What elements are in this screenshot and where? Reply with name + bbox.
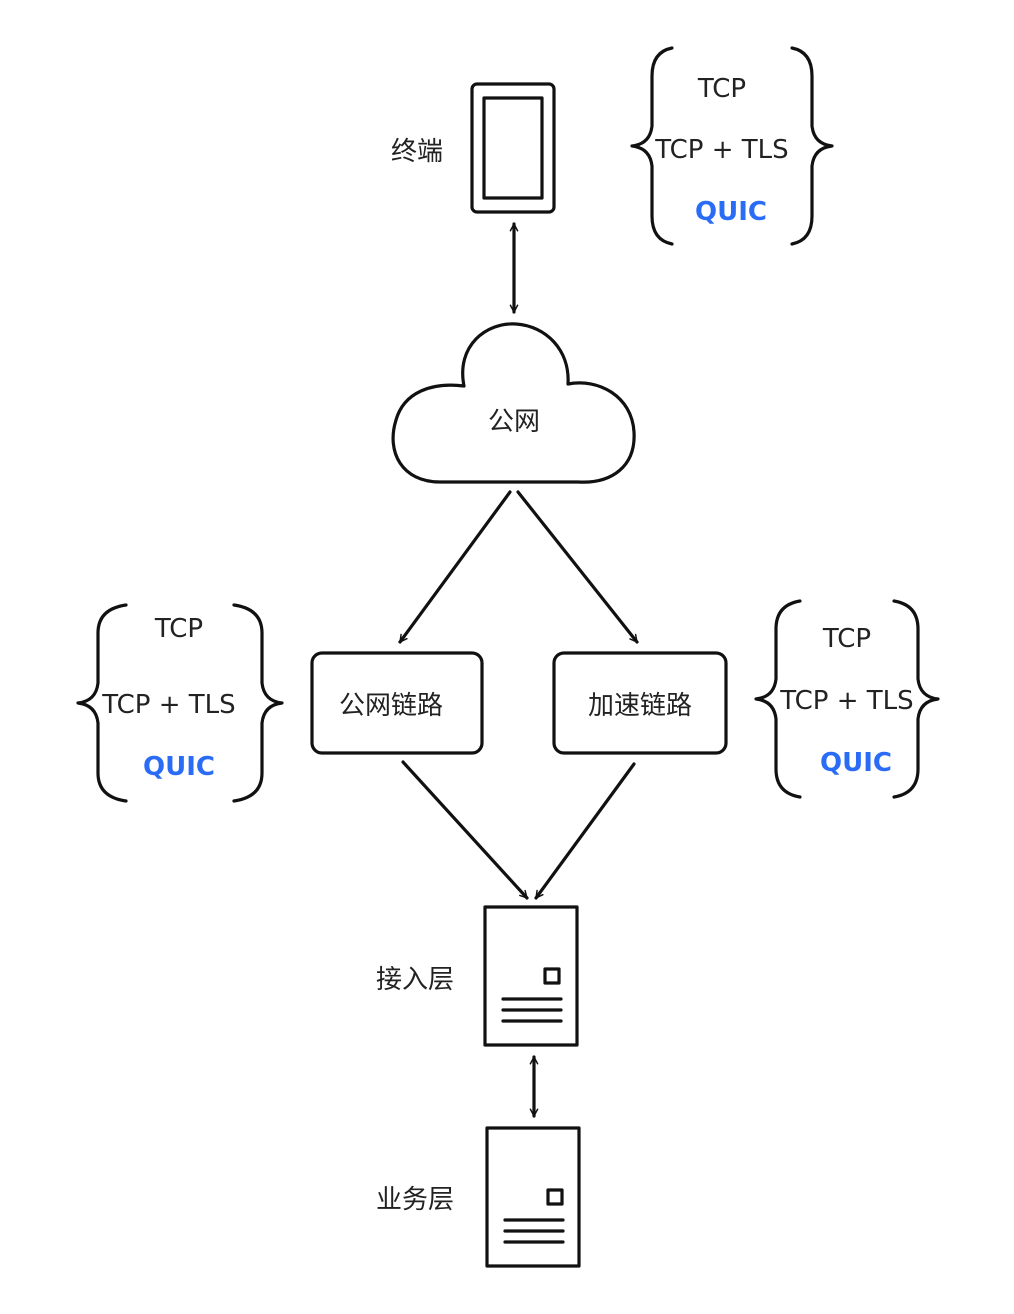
protocol-tcp: TCP bbox=[822, 624, 871, 654]
protocol-quic: QUIC bbox=[143, 752, 215, 782]
mobile-device-icon bbox=[470, 82, 556, 214]
accel-link-node: 加速链路 bbox=[552, 651, 728, 755]
left-brace-icon bbox=[630, 46, 674, 246]
right-brace-icon bbox=[232, 603, 284, 803]
protocol-tcp-tls: TCP + TLS bbox=[101, 690, 235, 720]
left-brace-icon bbox=[76, 603, 128, 803]
protocol-quic: QUIC bbox=[820, 748, 892, 778]
arrow-public-link-access bbox=[401, 760, 529, 900]
protocol-group-public-link: TCP TCP + TLS QUIC bbox=[76, 603, 284, 803]
right-brace-icon bbox=[790, 46, 834, 246]
terminal-node: 终端 bbox=[391, 82, 556, 214]
public-net-node: 公网 bbox=[391, 322, 636, 484]
protocol-group-terminal: TCP TCP + TLS QUIC bbox=[630, 46, 834, 246]
protocol-quic: QUIC bbox=[695, 197, 767, 227]
public-link-label: 公网链路 bbox=[339, 691, 443, 721]
cloud-icon bbox=[391, 322, 636, 484]
protocol-tcp-tls: TCP + TLS bbox=[654, 135, 788, 165]
business-layer-node: 业务层 bbox=[376, 1126, 581, 1268]
public-net-label: 公网 bbox=[488, 407, 540, 437]
public-link-box bbox=[310, 651, 484, 755]
arrow-cloud-public-link bbox=[398, 490, 512, 644]
protocol-tcp-tls: TCP + TLS bbox=[779, 686, 913, 716]
accel-link-label: 加速链路 bbox=[588, 691, 692, 721]
protocol-tcp: TCP bbox=[154, 614, 203, 644]
business-layer-label: 业务层 bbox=[376, 1185, 454, 1215]
arrow-accel-link-access bbox=[534, 762, 636, 900]
protocol-tcp: TCP bbox=[697, 74, 746, 104]
server-icon bbox=[485, 1126, 581, 1268]
public-link-node: 公网链路 bbox=[310, 651, 484, 755]
access-layer-label: 接入层 bbox=[376, 965, 454, 995]
arrow-cloud-accel-link bbox=[516, 490, 639, 644]
server-icon bbox=[483, 905, 579, 1047]
right-brace-icon bbox=[892, 599, 940, 799]
access-layer-node: 接入层 bbox=[376, 905, 579, 1047]
protocol-group-accel-link: TCP TCP + TLS QUIC bbox=[754, 599, 940, 799]
terminal-label: 终端 bbox=[391, 137, 443, 167]
left-brace-icon bbox=[754, 599, 802, 799]
accel-link-box bbox=[552, 651, 728, 755]
